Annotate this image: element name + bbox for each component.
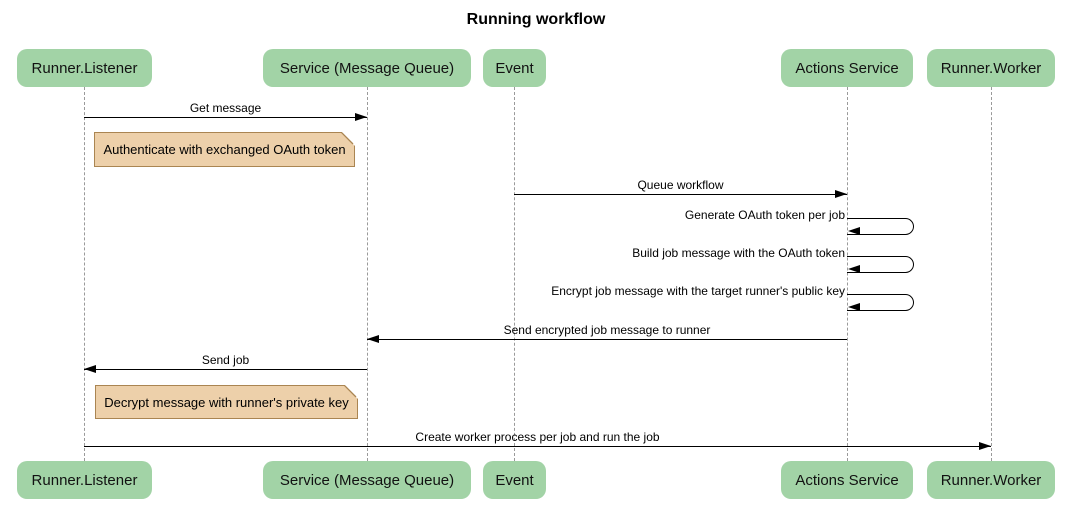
message-label-get-message: Get message (189, 101, 262, 115)
message-label-send-encrypted-job: Send encrypted job message to runner (503, 323, 711, 337)
message-label-queue-workflow: Queue workflow (637, 178, 724, 192)
lifeline-actions-service (847, 87, 848, 461)
lifeline-service-message-queue (367, 87, 368, 461)
arrowhead-left-icon (848, 227, 860, 235)
message-line-get-message (84, 117, 367, 118)
lifeline-event (514, 87, 515, 461)
note-fold-icon (341, 132, 355, 146)
actor-label: Runner.Listener (31, 471, 138, 489)
actor-bottom-service-message-queue: Service (Message Queue) (263, 461, 471, 499)
arrowhead-right-icon (835, 190, 847, 198)
arrowhead-left-icon (848, 265, 860, 273)
arrowhead-left-icon (84, 365, 96, 373)
note-text: Decrypt message with runner's private ke… (104, 394, 349, 410)
actor-label: Actions Service (795, 471, 899, 489)
message-label-generate-oauth-token: Generate OAuth token per job (684, 208, 845, 222)
actor-bottom-runner-listener: Runner.Listener (17, 461, 152, 499)
actor-label: Service (Message Queue) (279, 59, 455, 77)
message-label-send-job: Send job (201, 353, 250, 367)
note-fold-icon (344, 385, 358, 399)
actor-bottom-runner-worker: Runner.Worker (927, 461, 1055, 499)
note-authenticate-oauth: Authenticate with exchanged OAuth token (94, 132, 355, 167)
diagram-title: Running workflow (466, 11, 606, 28)
lifeline-runner-worker (991, 87, 992, 461)
arrowhead-left-icon (848, 303, 860, 311)
actor-top-service-message-queue: Service (Message Queue) (263, 49, 471, 87)
lifeline-runner-listener (84, 87, 85, 461)
actor-label: Runner.Worker (940, 59, 1042, 77)
self-loop-build-job-message (847, 256, 914, 273)
message-line-send-job (84, 369, 367, 370)
actor-label: Event (495, 471, 534, 489)
message-label-build-job-message: Build job message with the OAuth token (632, 246, 845, 260)
actor-label: Runner.Worker (940, 471, 1042, 489)
self-loop-encrypt-job-message (847, 294, 914, 311)
actor-top-runner-worker: Runner.Worker (927, 49, 1055, 87)
actor-label: Actions Service (795, 59, 899, 77)
arrowhead-left-icon (367, 335, 379, 343)
actor-top-event: Event (483, 49, 546, 87)
actor-top-actions-service: Actions Service (781, 49, 913, 87)
actor-top-runner-listener: Runner.Listener (17, 49, 152, 87)
actor-bottom-event: Event (483, 461, 546, 499)
message-line-queue-workflow (514, 194, 847, 195)
arrowhead-right-icon (979, 442, 991, 450)
message-line-send-encrypted-job (367, 339, 847, 340)
message-label-create-worker-process: Create worker process per job and run th… (415, 430, 660, 444)
actor-label: Event (495, 59, 534, 77)
note-decrypt-private-key: Decrypt message with runner's private ke… (95, 385, 358, 419)
note-text: Authenticate with exchanged OAuth token (103, 142, 346, 157)
arrowhead-right-icon (355, 113, 367, 121)
message-label-encrypt-job-message: Encrypt job message with the target runn… (551, 284, 845, 298)
actor-label: Runner.Listener (31, 59, 138, 77)
actor-label: Service (Message Queue) (279, 471, 455, 489)
self-loop-generate-oauth-token (847, 218, 914, 235)
message-line-create-worker-process (84, 446, 991, 447)
actor-bottom-actions-service: Actions Service (781, 461, 913, 499)
